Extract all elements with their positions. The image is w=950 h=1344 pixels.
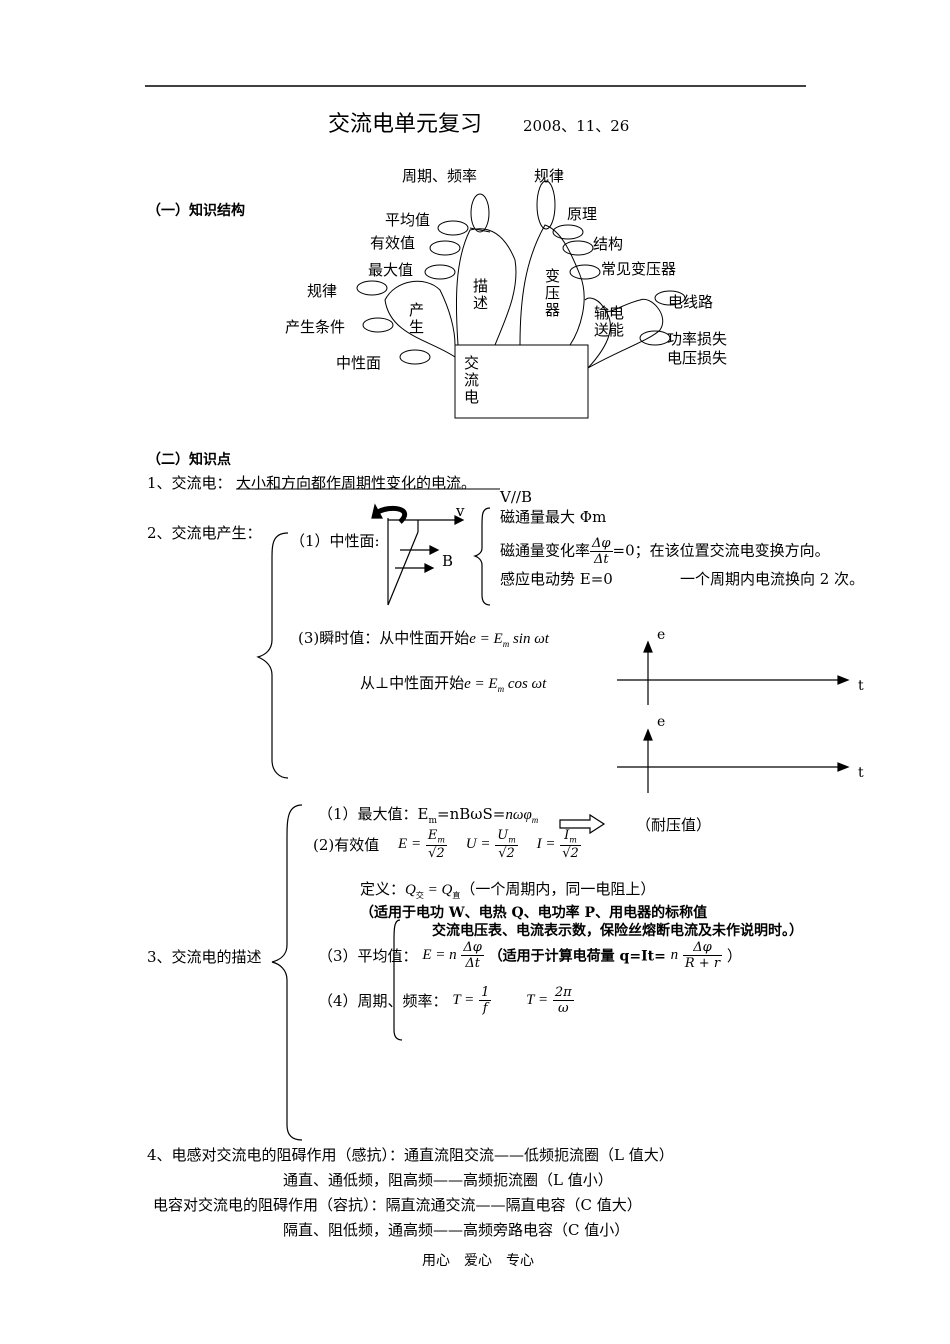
effective-row: (2)有效值 E = Em√2 U = Um√2 I = Im√2 (313, 828, 581, 861)
page-date: 2008、11、26 (523, 117, 630, 135)
item4-line3: 电容对交流电的阻碍作用（容抗）：隔直流通交流——隔直电容（C 值大） (153, 1196, 642, 1214)
apply-line1: （适用于电功 W、电热 Q、电功率 P、用电器的标称值 (360, 905, 708, 921)
section1-heading: （一）知识结构 (147, 203, 245, 219)
footer-text: 用心 爱心 专心 (422, 1253, 534, 1269)
leaf-power-loss: 功率损失 (667, 330, 728, 348)
neutral-label: （1）中性面: (290, 532, 380, 550)
leaf-common-oval (569, 264, 601, 280)
b-label: B (442, 552, 454, 570)
definition-row: 定义：Q交 = Q直（一个周期内，同一电阻上） (360, 880, 656, 900)
leaf-circuit-oval (654, 290, 686, 306)
leaf-avg: 平均值 (385, 211, 431, 229)
branch-transmit-b (587, 298, 663, 369)
page-title: 交流电单元复习 (328, 112, 483, 137)
leaf-common-transformer: 常见变压器 (601, 260, 677, 278)
item4-line2: 通直、通低频，阻高频——高频扼流圈（L 值小） (283, 1171, 613, 1189)
withstand-label: （耐压值） (636, 816, 712, 834)
branch-describe (455, 228, 517, 346)
leaf-max: 最大值 (368, 261, 414, 279)
leaf-period-freq: 周期、频率 (402, 167, 478, 185)
leaf-loss-oval (639, 330, 671, 346)
flux-change-label: 磁通量变化率 (500, 541, 591, 560)
leaf-condition: 产生条件 (285, 318, 346, 336)
axis1-e: e (657, 627, 666, 643)
item4-line1: 4、电感对交流电的阻碍作用（感抗）：通直流阻交流——低频扼流圈（L 值大） (147, 1146, 674, 1164)
max-value-row: （1）最大值：Em=nBωS=nωφm (318, 805, 539, 826)
leaf-principle-oval (552, 224, 584, 240)
axis1-t: t (858, 678, 864, 694)
flux-change-tail: =0；在该位置交流电变换方向。 (612, 541, 830, 560)
hollow-arrow (559, 813, 606, 835)
leaf-condition-oval (362, 317, 394, 333)
leaf-max-oval (424, 264, 456, 280)
branch-transformer (519, 224, 585, 346)
leaf-law-top: 规律 (534, 167, 565, 185)
v-label: v (456, 502, 465, 520)
apply-line2: 交流电压表、电流表示数，保险丝熔断电流及未作说明时。） (432, 923, 803, 939)
leaf-circuit: 电线路 (668, 293, 714, 311)
item4-line4: 隔直、阻低频，通高频——高频旁路电容（C 值小） (283, 1221, 630, 1239)
vb-label: V//B (500, 488, 532, 506)
braces (256, 507, 491, 1141)
emf-zero: 感应电动势 E=0 (500, 570, 613, 588)
axis2-e: e (657, 714, 666, 730)
leaf-principle: 原理 (567, 205, 598, 223)
neutral-plane-figure (371, 503, 465, 606)
axis2-t: t (858, 765, 864, 781)
brace-inner (393, 919, 403, 1041)
leaf-neutral: 中性面 (336, 354, 382, 372)
branch-produce (384, 280, 456, 358)
brace-item3 (271, 804, 303, 1141)
item1-text: 大小和方向都作周期性变化的电流。 (236, 474, 477, 492)
branch-transformer-label: 变压器 (543, 268, 561, 319)
leaf-law-top-oval (536, 180, 556, 230)
knowledge-tree (356, 180, 686, 419)
item1-label: 1、交流电： (147, 474, 232, 492)
brace-neutral (473, 507, 491, 606)
leaf-voltage-loss: 电压损失 (667, 349, 728, 367)
branch-describe-label: 描述 (471, 278, 489, 312)
flux-max: 磁通量最大 Φm (500, 508, 607, 526)
axes (617, 640, 850, 793)
item2-label: 2、交流电产生： (147, 524, 262, 542)
leaf-structure-oval (562, 240, 594, 256)
leaf-period-oval (470, 193, 490, 233)
leaf-avg-oval (437, 220, 469, 236)
twice-change: 一个周期内电流换向 2 次。 (680, 570, 865, 588)
leaf-neutral-oval (399, 349, 431, 365)
leaf-eff: 有效值 (370, 234, 416, 252)
instant-sin-row: (3)瞬时值：从中性面开始e = Em sin ωt (298, 629, 549, 649)
item3-label: 3、交流电的描述 (147, 948, 262, 966)
branch-produce-label: 产生 (407, 302, 425, 336)
section2-heading: （二）知识点 (147, 452, 231, 468)
tree-root-box (454, 344, 589, 419)
tree-root-label: 交流电 (462, 355, 480, 406)
branch-transmit-label: 输电送能 (594, 304, 625, 339)
leaf-structure: 结构 (593, 235, 624, 253)
instant-cos-row: 从⊥中性面开始e = Em cos ωt (360, 674, 547, 694)
brace-item2 (256, 532, 289, 779)
leaf-law-left-oval (356, 280, 388, 296)
leaf-law-left: 规律 (307, 282, 338, 300)
leaf-eff-oval (429, 240, 461, 256)
